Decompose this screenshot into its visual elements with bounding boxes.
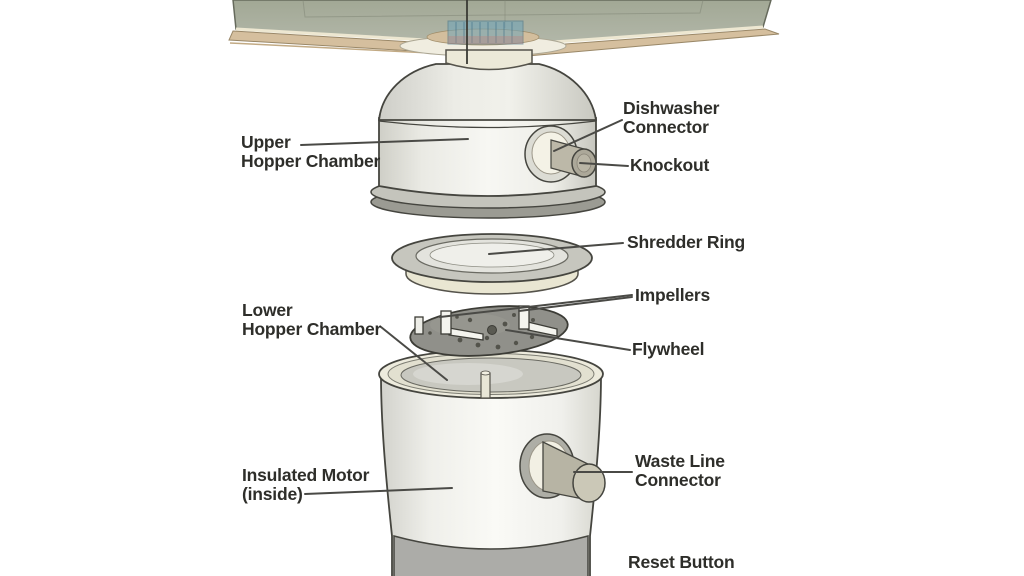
leader-impeller-right bbox=[518, 296, 633, 312]
reset-button-label: Reset Button bbox=[628, 552, 735, 572]
lower-hopper-label: Lower Hopper Chamber bbox=[242, 300, 382, 339]
leader-lines bbox=[300, 119, 633, 495]
waste-line-connector-graphic bbox=[519, 433, 606, 503]
leader-insulated-motor bbox=[304, 487, 453, 495]
waste-line-label: Waste Line Connector bbox=[635, 451, 725, 490]
knockout-label: Knockout bbox=[630, 155, 710, 175]
shredder-ring-label: Shredder Ring bbox=[627, 232, 745, 252]
dishwasher-connector-label: Dishwasher Connector bbox=[623, 98, 720, 137]
shredder-ring-graphic bbox=[391, 233, 593, 295]
flywheel-graphic bbox=[409, 305, 569, 357]
impellers-graphic bbox=[414, 305, 558, 341]
leader-shredder-ring bbox=[488, 242, 624, 255]
leader-dishwasher-connector bbox=[553, 119, 623, 152]
mounting-neck-graphic bbox=[445, 49, 533, 71]
impellers-label: Impellers bbox=[635, 285, 711, 305]
upper-hopper-label: Upper Hopper Chamber bbox=[241, 132, 381, 171]
insulated-motor-label: Insulated Motor (inside) bbox=[242, 465, 370, 504]
leader-upper-hopper bbox=[300, 138, 469, 146]
upper-hopper-graphic bbox=[370, 63, 606, 219]
leader-knockout bbox=[579, 162, 629, 167]
leader-lower-hopper bbox=[380, 326, 448, 381]
strainer-basket-graphic bbox=[447, 20, 524, 45]
dishwasher-connector-graphic bbox=[524, 125, 597, 183]
lower-hopper-motor-graphic bbox=[378, 349, 606, 576]
leader-flywheel bbox=[505, 329, 631, 351]
flywheel-label: Flywheel bbox=[632, 339, 705, 359]
leader-impeller-left bbox=[439, 294, 633, 318]
